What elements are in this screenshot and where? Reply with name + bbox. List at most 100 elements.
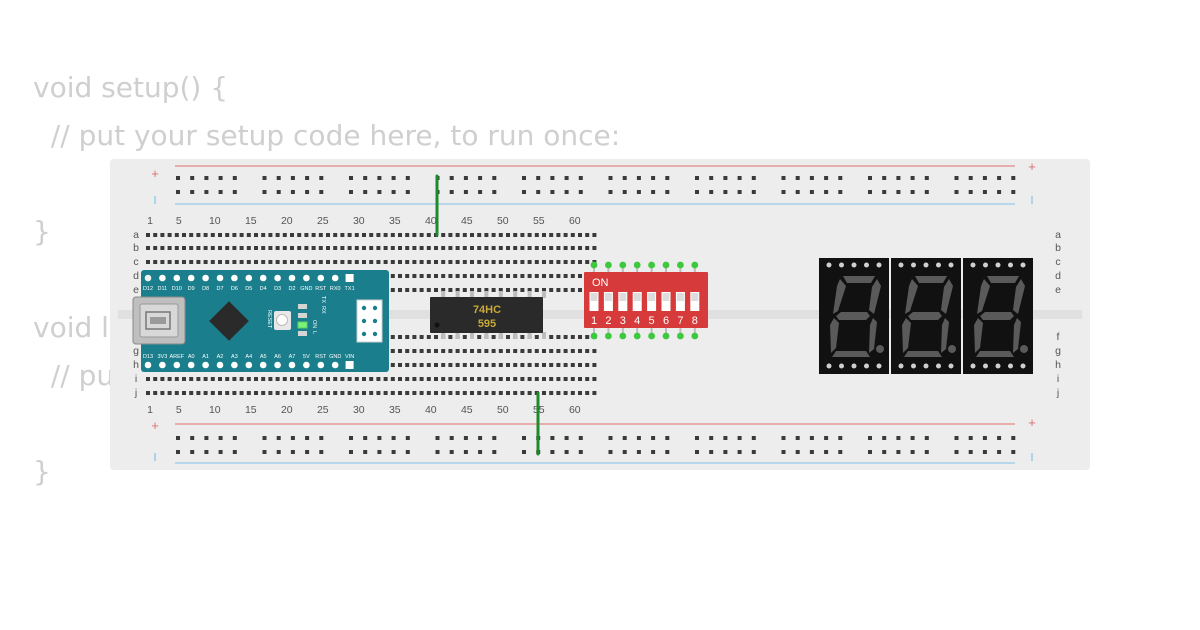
breadboard-hole[interactable] [405, 274, 410, 278]
breadboard-hole[interactable] [203, 246, 208, 250]
breadboard-hole[interactable] [723, 190, 728, 194]
breadboard-hole[interactable] [190, 436, 195, 440]
ic-pin[interactable] [441, 332, 446, 339]
breadboard-hole[interactable] [174, 391, 179, 395]
breadboard-hole[interactable] [520, 349, 525, 353]
breadboard-hole[interactable] [204, 436, 209, 440]
breadboard-hole[interactable] [390, 260, 395, 264]
breadboard-hole[interactable] [498, 349, 503, 353]
breadboard-hole[interactable] [426, 288, 431, 292]
breadboard-hole[interactable] [520, 260, 525, 264]
breadboard-hole[interactable] [311, 391, 316, 395]
breadboard-hole[interactable] [470, 274, 474, 278]
breadboard-hole[interactable] [492, 190, 497, 194]
breadboard-hole[interactable] [275, 391, 280, 395]
ic-pin[interactable] [455, 291, 460, 298]
breadboard-hole[interactable] [462, 288, 467, 292]
breadboard-hole[interactable] [326, 246, 330, 250]
dip-switch-toggle[interactable] [618, 292, 628, 311]
breadboard-hole[interactable] [176, 176, 180, 180]
breadboard-hole[interactable] [232, 246, 237, 250]
breadboard-hole[interactable] [542, 391, 546, 395]
breadboard-hole[interactable] [426, 335, 431, 339]
ic-pin[interactable] [513, 291, 518, 298]
breadboard-hole[interactable] [695, 176, 699, 180]
breadboard-hole[interactable] [542, 363, 546, 367]
breadboard-hole[interactable] [196, 377, 201, 381]
breadboard-hole[interactable] [391, 176, 396, 180]
breadboard-hole[interactable] [462, 377, 467, 381]
breadboard-hole[interactable] [412, 363, 417, 367]
arduino-pin[interactable] [331, 361, 339, 369]
breadboard-hole[interactable] [412, 233, 417, 237]
breadboard-hole[interactable] [781, 450, 786, 454]
breadboard-hole[interactable] [462, 363, 467, 367]
breadboard-hole[interactable] [924, 436, 929, 440]
breadboard-hole[interactable] [434, 363, 438, 367]
breadboard-hole[interactable] [448, 260, 453, 264]
breadboard-hole[interactable] [534, 335, 539, 339]
breadboard-hole[interactable] [463, 176, 468, 180]
breadboard-hole[interactable] [426, 349, 431, 353]
breadboard-hole[interactable] [383, 246, 388, 250]
breadboard-hole[interactable] [751, 190, 756, 194]
breadboard-hole[interactable] [319, 176, 324, 180]
seven-segment-pin[interactable] [851, 262, 857, 268]
arduino-pin[interactable] [259, 361, 267, 369]
breadboard-hole[interactable] [225, 377, 230, 381]
breadboard-hole[interactable] [570, 274, 575, 278]
breadboard-hole[interactable] [564, 450, 569, 454]
breadboard-hole[interactable] [340, 246, 345, 250]
breadboard-hole[interactable] [592, 246, 597, 250]
breadboard-hole[interactable] [262, 450, 267, 454]
breadboard-hole[interactable] [261, 377, 266, 381]
breadboard-hole[interactable] [146, 246, 150, 250]
breadboard-hole[interactable] [578, 363, 582, 367]
breadboard-hole[interactable] [910, 450, 915, 454]
breadboard-hole[interactable] [398, 363, 402, 367]
ic-pin[interactable] [470, 291, 474, 298]
breadboard-hole[interactable] [426, 260, 431, 264]
arduino-pin[interactable] [144, 361, 152, 369]
arduino-pin[interactable] [245, 361, 253, 369]
breadboard-hole[interactable] [354, 377, 359, 381]
breadboard-hole[interactable] [484, 391, 489, 395]
breadboard-hole[interactable] [153, 377, 158, 381]
breadboard-hole[interactable] [462, 391, 467, 395]
breadboard-hole[interactable] [196, 246, 201, 250]
breadboard-hole[interactable] [182, 377, 186, 381]
breadboard-hole[interactable] [434, 391, 438, 395]
breadboard-hole[interactable] [218, 260, 222, 264]
breadboard-hole[interactable] [578, 190, 583, 194]
breadboard-hole[interactable] [578, 335, 582, 339]
breadboard-hole[interactable] [709, 436, 714, 440]
breadboard-hole[interactable] [146, 391, 150, 395]
breadboard-hole[interactable] [882, 176, 887, 180]
arduino-pin[interactable] [202, 274, 209, 282]
breadboard-hole[interactable] [349, 450, 353, 454]
breadboard-hole[interactable] [622, 436, 627, 440]
breadboard-hole[interactable] [441, 246, 446, 250]
breadboard-hole[interactable] [477, 288, 482, 292]
breadboard-hole[interactable] [477, 391, 482, 395]
breadboard-hole[interactable] [448, 391, 453, 395]
breadboard-hole[interactable] [498, 363, 503, 367]
breadboard-hole[interactable] [506, 260, 510, 264]
breadboard-hole[interactable] [470, 260, 474, 264]
breadboard-hole[interactable] [491, 377, 496, 381]
breadboard-hole[interactable] [491, 349, 496, 353]
breadboard-hole[interactable] [924, 176, 929, 180]
breadboard-hole[interactable] [455, 391, 460, 395]
breadboard-hole[interactable] [182, 260, 186, 264]
breadboard-hole[interactable] [462, 246, 467, 250]
breadboard-hole[interactable] [563, 377, 568, 381]
breadboard-hole[interactable] [153, 233, 158, 237]
breadboard-hole[interactable] [470, 377, 474, 381]
breadboard-hole[interactable] [608, 450, 613, 454]
dip-switch-toggle[interactable] [589, 292, 599, 311]
breadboard-hole[interactable] [189, 260, 194, 264]
breadboard-hole[interactable] [534, 260, 539, 264]
breadboard-hole[interactable] [268, 260, 273, 264]
breadboard-hole[interactable] [498, 288, 503, 292]
breadboard-hole[interactable] [520, 274, 525, 278]
